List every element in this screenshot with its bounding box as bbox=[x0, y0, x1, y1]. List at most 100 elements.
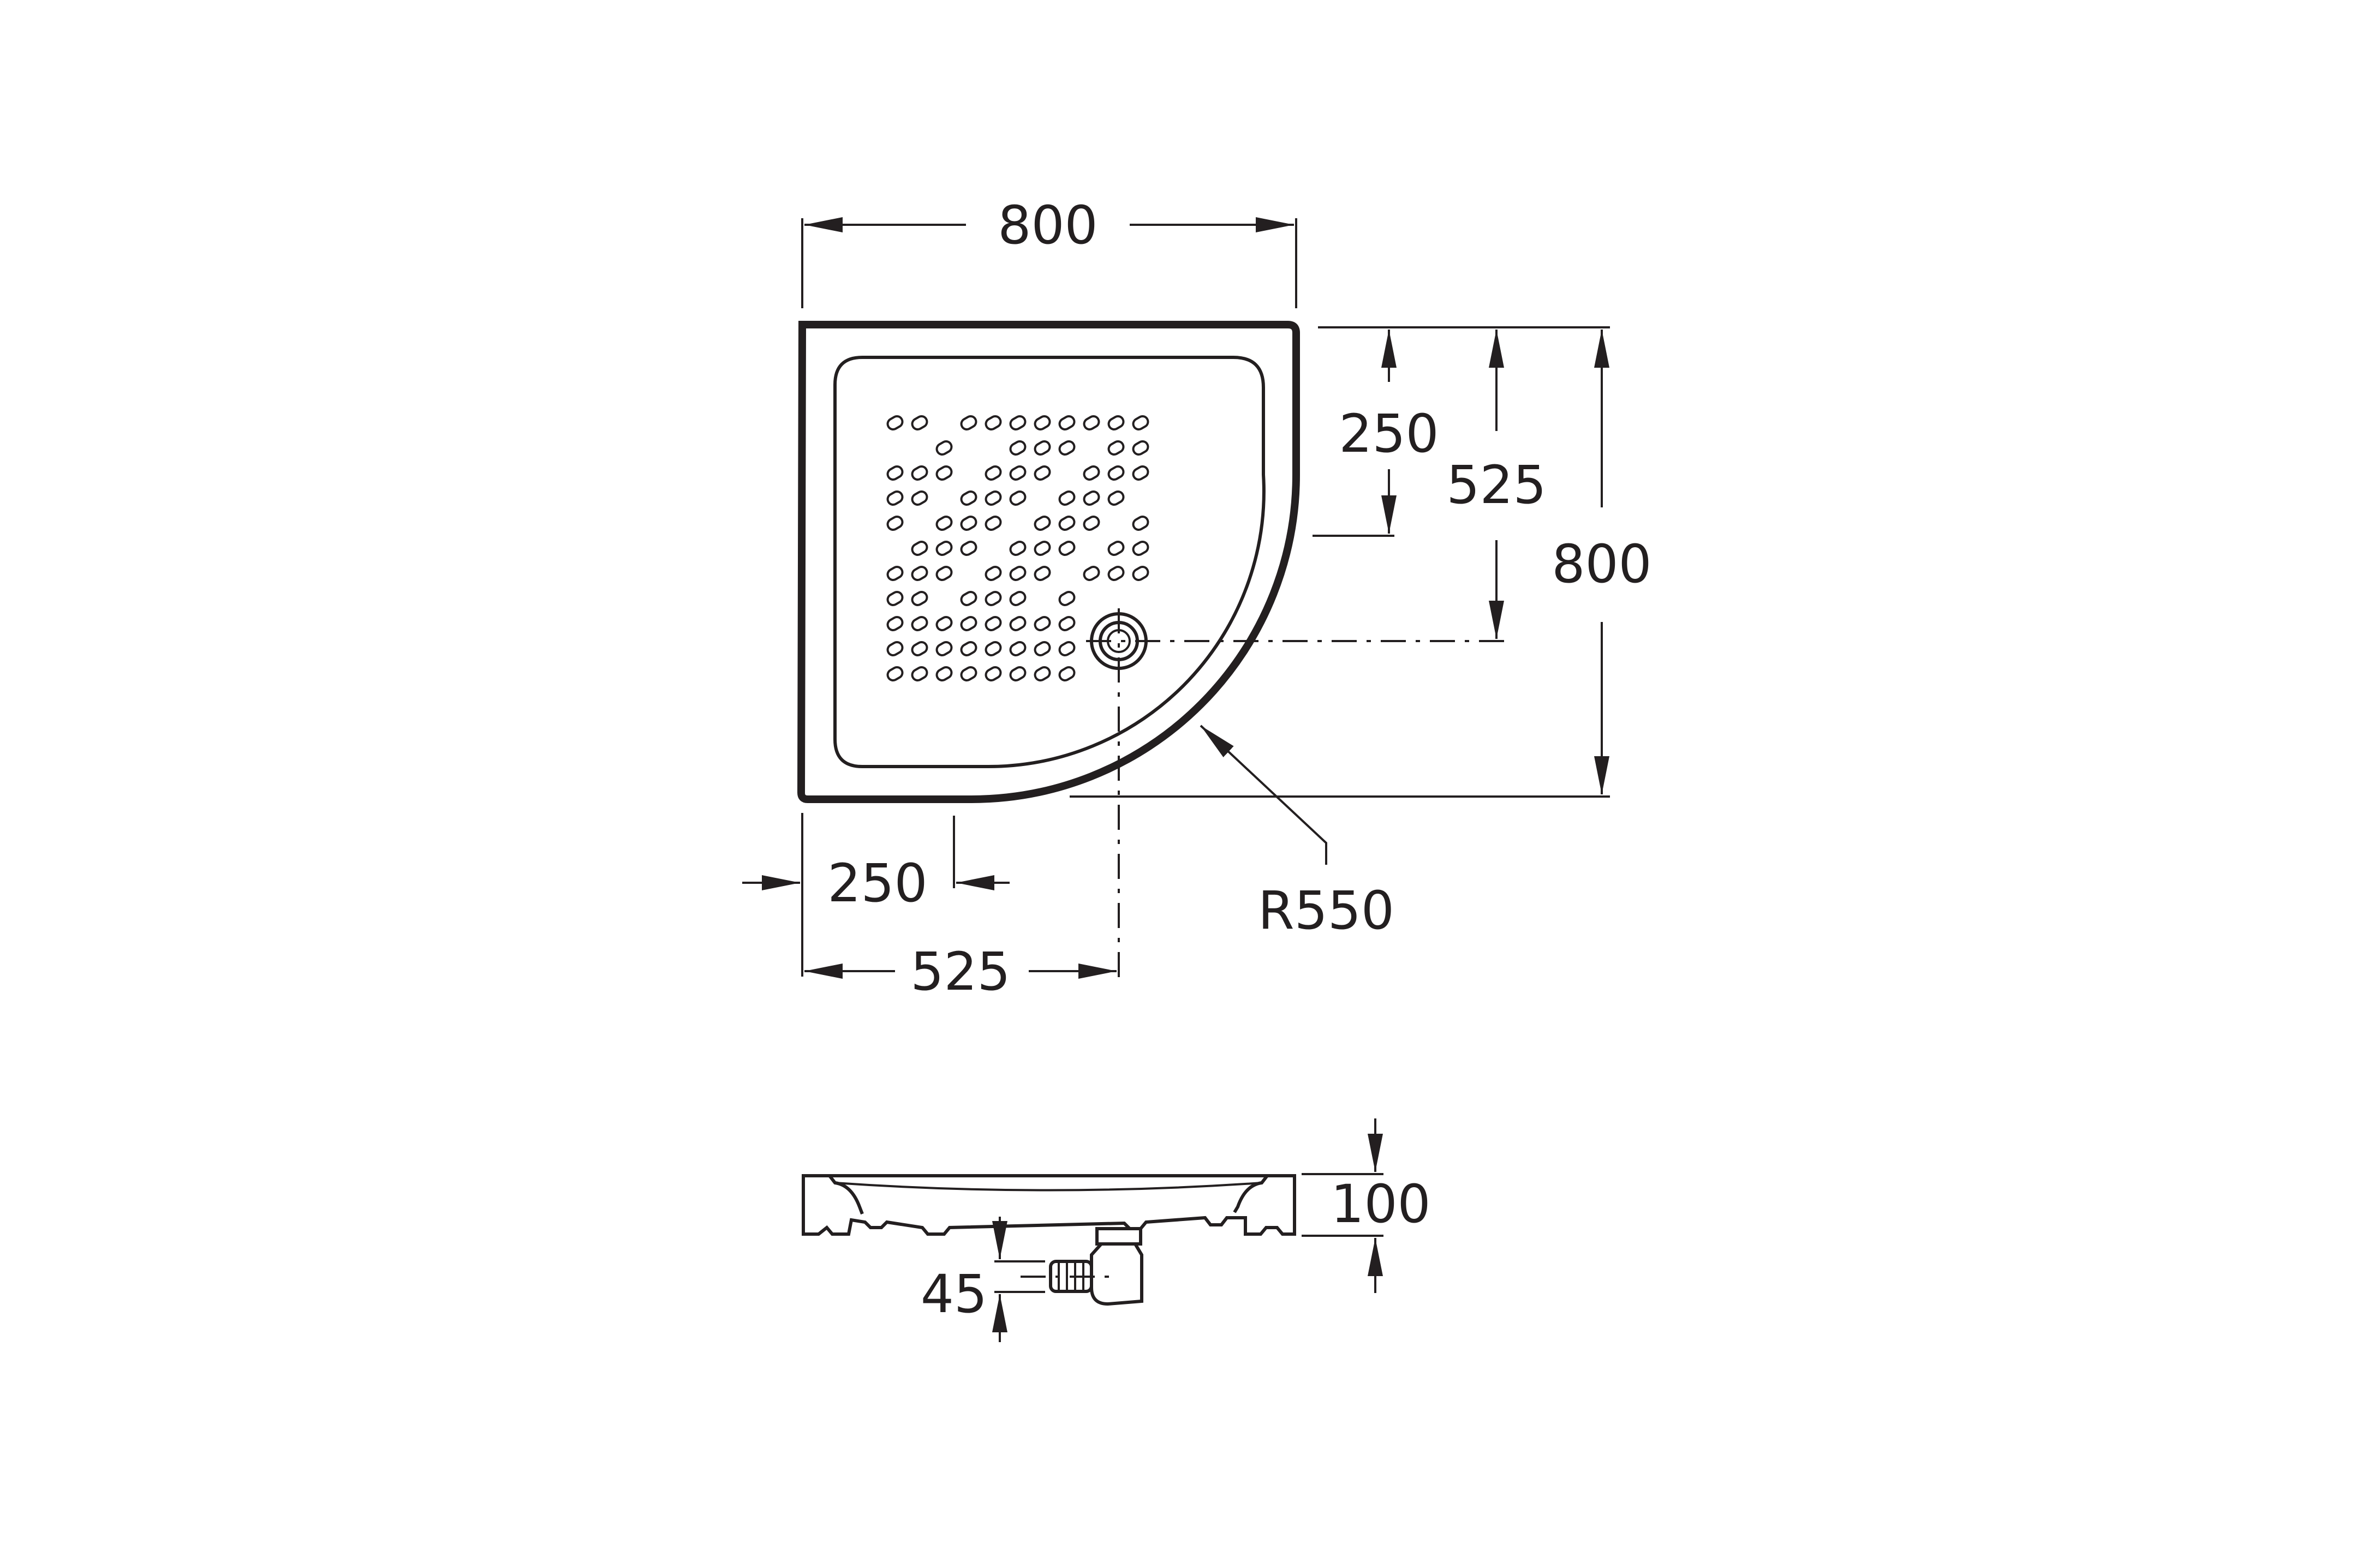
anti-slip-dot bbox=[1034, 641, 1051, 656]
anti-slip-dot bbox=[1058, 541, 1076, 556]
anti-slip-dot bbox=[1132, 566, 1149, 581]
anti-slip-dot bbox=[960, 616, 977, 631]
anti-slip-dot bbox=[935, 616, 953, 631]
anti-slip-dot bbox=[1107, 490, 1125, 506]
section-view: 100 45 bbox=[802, 1118, 1431, 1342]
anti-slip-dot bbox=[1083, 465, 1100, 481]
anti-slip-dot bbox=[1009, 591, 1027, 606]
dimension-waste-short-x: 250 bbox=[742, 853, 1010, 914]
anti-slip-dot bbox=[1132, 515, 1149, 531]
tray-section-rim bbox=[828, 1175, 864, 1215]
waste-short-x-label: 250 bbox=[827, 853, 927, 914]
tray-section-floor bbox=[834, 1182, 1262, 1192]
anti-slip-dot bbox=[960, 490, 977, 506]
anti-slip-dot bbox=[960, 666, 977, 681]
anti-slip-dot bbox=[1009, 566, 1027, 581]
anti-slip-dot bbox=[960, 591, 977, 606]
anti-slip-dot bbox=[1107, 541, 1125, 556]
waste-trap-icon bbox=[1049, 1227, 1143, 1306]
width-label: 800 bbox=[998, 195, 1097, 256]
dimension-waste-long-x: 525 bbox=[804, 941, 1117, 1002]
anti-slip-dot bbox=[985, 666, 1002, 681]
anti-slip-dot bbox=[1009, 541, 1027, 556]
anti-slip-dot bbox=[1034, 541, 1051, 556]
waste-height-label: 45 bbox=[921, 1264, 987, 1325]
dimension-waste-long-y: 525 bbox=[1446, 330, 1547, 639]
anti-slip-dot bbox=[1107, 415, 1125, 430]
anti-slip-dot bbox=[935, 566, 953, 581]
anti-slip-dot bbox=[935, 541, 953, 556]
anti-slip-dot bbox=[1132, 415, 1149, 430]
anti-slip-dot bbox=[1083, 490, 1100, 506]
anti-slip-dot bbox=[1034, 516, 1051, 531]
radius-label: R550 bbox=[1258, 880, 1394, 941]
anti-slip-dot bbox=[960, 641, 977, 656]
anti-slip-dot bbox=[1009, 641, 1027, 656]
anti-slip-dot bbox=[1009, 490, 1027, 506]
anti-slip-dot bbox=[1009, 666, 1027, 681]
plan-view: 800 250 525 800 250 bbox=[742, 195, 1652, 1002]
anti-slip-dot bbox=[985, 641, 1002, 656]
anti-slip-dot bbox=[985, 591, 1002, 606]
anti-slip-dot bbox=[911, 666, 928, 681]
waste-long-x-label: 525 bbox=[910, 941, 1010, 1002]
anti-slip-dot bbox=[985, 465, 1002, 481]
anti-slip-dot bbox=[1083, 566, 1100, 581]
anti-slip-dot bbox=[886, 666, 904, 681]
anti-slip-dot bbox=[886, 566, 904, 581]
anti-slip-dot bbox=[1058, 641, 1076, 656]
anti-slip-dot bbox=[911, 490, 928, 506]
anti-slip-dot bbox=[1058, 591, 1076, 606]
anti-slip-dot bbox=[886, 641, 904, 656]
anti-slip-dot bbox=[935, 440, 953, 456]
anti-slip-dot bbox=[985, 516, 1002, 531]
anti-slip-dot bbox=[886, 516, 904, 531]
anti-slip-dot bbox=[1107, 566, 1125, 581]
anti-slip-dot bbox=[911, 465, 928, 481]
anti-slip-dot bbox=[1058, 490, 1076, 506]
anti-slip-dot bbox=[985, 415, 1002, 430]
anti-slip-dot bbox=[886, 465, 904, 481]
anti-slip-dot bbox=[1034, 616, 1051, 631]
tray-section-rim-right bbox=[1233, 1175, 1269, 1213]
tray-section-profile bbox=[802, 1174, 1296, 1236]
anti-slip-dot bbox=[1083, 516, 1100, 531]
anti-slip-dot bbox=[1034, 465, 1051, 481]
dimension-depth: 800 bbox=[1552, 330, 1652, 794]
anti-slip-dot bbox=[1083, 415, 1100, 430]
dimension-radius: R550 bbox=[1200, 725, 1394, 941]
dimension-width: 800 bbox=[801, 195, 1297, 308]
anti-slip-dot bbox=[1058, 440, 1076, 456]
anti-slip-dot bbox=[935, 516, 953, 531]
anti-slip-dot bbox=[1107, 440, 1125, 456]
anti-slip-dot bbox=[985, 490, 1002, 506]
anti-slip-dot bbox=[1009, 465, 1027, 481]
anti-slip-dot bbox=[1058, 415, 1076, 430]
anti-slip-dot bbox=[886, 490, 904, 506]
anti-slip-dot bbox=[886, 616, 904, 631]
anti-slip-dot bbox=[911, 566, 928, 581]
anti-slip-dot bbox=[886, 591, 904, 606]
anti-slip-dot bbox=[935, 666, 953, 681]
dimension-waste-short-y: 250 bbox=[1339, 330, 1439, 534]
anti-slip-dot bbox=[1009, 440, 1027, 456]
anti-slip-dot bbox=[1034, 440, 1051, 456]
anti-slip-dot bbox=[911, 415, 928, 430]
anti-slip-dot bbox=[960, 415, 977, 430]
anti-slip-dot bbox=[1107, 465, 1125, 481]
anti-slip-dot bbox=[985, 566, 1002, 581]
anti-slip-dot bbox=[1058, 666, 1076, 681]
dimension-height: 100 bbox=[1302, 1118, 1431, 1293]
waste-short-y-label: 250 bbox=[1339, 403, 1439, 464]
anti-slip-dot bbox=[960, 541, 977, 556]
tray-outer-outline bbox=[797, 321, 1300, 803]
anti-slip-pattern bbox=[886, 415, 1149, 681]
anti-slip-dot bbox=[911, 641, 928, 656]
anti-slip-dot bbox=[1132, 541, 1149, 556]
height-label: 100 bbox=[1331, 1174, 1430, 1235]
waste-long-y-label: 525 bbox=[1446, 454, 1546, 516]
anti-slip-dot bbox=[1009, 616, 1027, 631]
anti-slip-dot bbox=[1034, 666, 1051, 681]
anti-slip-dot bbox=[1009, 415, 1027, 430]
